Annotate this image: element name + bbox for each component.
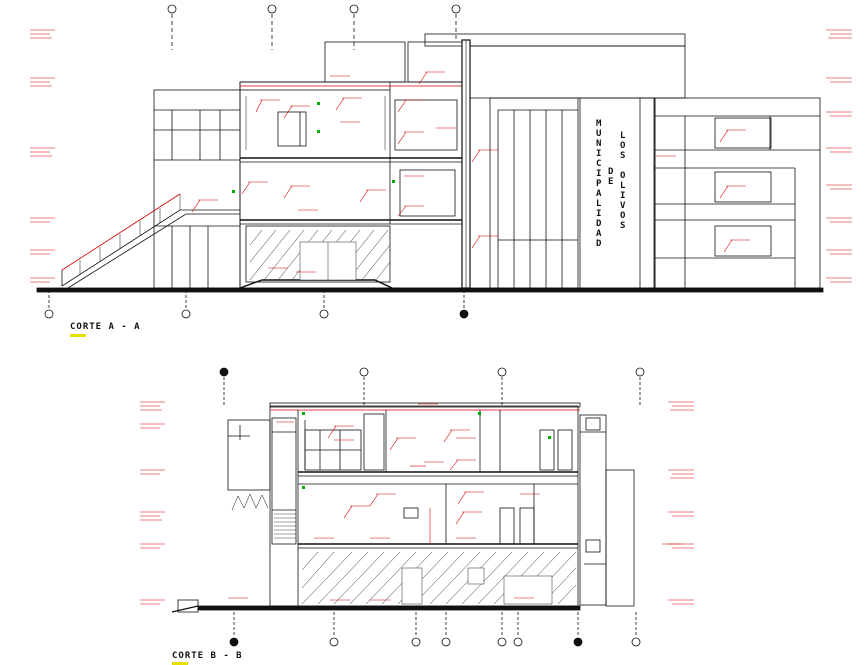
- section-a-basement-hatch: [249, 229, 391, 281]
- section-a-title: CORTE A - A: [70, 322, 141, 332]
- section-a-upper-tower: [324, 33, 686, 289]
- section-b-drawing: [140, 367, 694, 647]
- section-a-right-wing: [654, 97, 821, 289]
- section-b-left-tower: [227, 417, 297, 545]
- section-b-top-axis-markers: [219, 367, 645, 405]
- section-b-title: CORTE B - B: [172, 651, 243, 661]
- section-b-main-block: [269, 402, 581, 607]
- section-b-right-annex: [579, 414, 635, 607]
- section-a-ground: [36, 279, 824, 293]
- section-b-annotations: [228, 403, 682, 601]
- section-a-exterior-stair: [61, 193, 240, 289]
- section-b-level-marks: [140, 401, 694, 605]
- section-a-drawing: [30, 4, 852, 319]
- section-a-top-axis-markers: [167, 4, 461, 50]
- section-a-annotations: [191, 71, 750, 273]
- section-a-left-wing: [153, 89, 241, 289]
- section-a-bottom-axis-markers: [44, 290, 469, 319]
- section-b-bottom-axis-markers: [229, 612, 641, 647]
- section-b-green-markers: [302, 412, 551, 489]
- section-a-title-underline: [70, 334, 86, 337]
- section-a-signage-panel: [579, 97, 656, 289]
- section-b-title-underline: [172, 662, 188, 665]
- section-b-basement-hatch: [301, 551, 577, 605]
- section-a-green-markers: [232, 102, 395, 193]
- section-a-level-marks: [30, 29, 852, 283]
- section-a-glass-block: [469, 45, 686, 289]
